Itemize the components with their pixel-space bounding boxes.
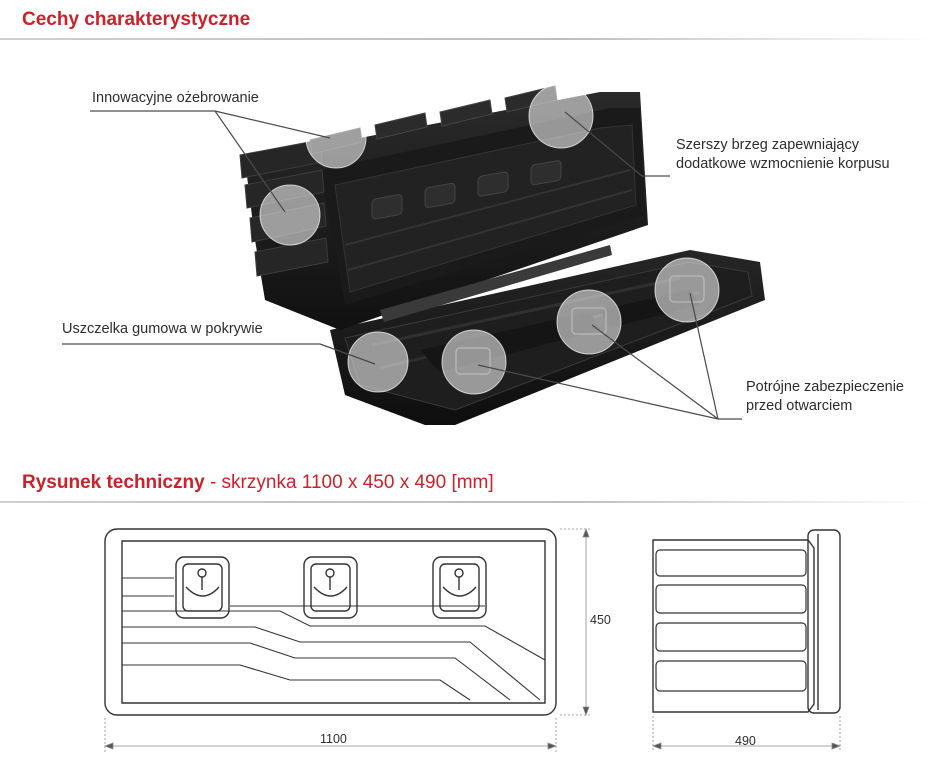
front-view-outline bbox=[104, 528, 557, 716]
lock-2 bbox=[303, 556, 358, 619]
dimension-height-label: 450 bbox=[590, 613, 611, 627]
highlight-bubbles bbox=[259, 83, 720, 395]
callout-locks-line-1: Potrójne zabezpieczenie bbox=[746, 379, 904, 395]
drawing-title-main: Rysunek techniczny bbox=[22, 472, 205, 493]
callout-ribbing: Innowacyjne ożebrowanie bbox=[92, 90, 259, 106]
highlight-lock-3 bbox=[654, 257, 720, 323]
highlight-edge bbox=[528, 83, 594, 149]
highlight-ribbing-side bbox=[259, 184, 321, 246]
drawing-title-rule bbox=[0, 501, 937, 503]
lock-1 bbox=[175, 556, 230, 619]
highlight-ribbing-top bbox=[305, 107, 367, 169]
highlight-seal bbox=[347, 331, 409, 393]
callout-edge-line-1: Szerszy brzeg zapewniający bbox=[676, 137, 859, 153]
side-view bbox=[652, 529, 841, 714]
drawing-title-sub: - skrzynka 1100 x 450 x 490 [mm] bbox=[209, 472, 494, 493]
lock-3 bbox=[432, 556, 487, 619]
callout-leader-lines bbox=[62, 110, 742, 420]
front-view-ribbing bbox=[122, 577, 546, 701]
drawing-title: Rysunek techniczny - skrzynka 1100 x 450… bbox=[22, 472, 494, 494]
front-view-panel bbox=[121, 540, 546, 704]
highlight-lock-1 bbox=[441, 329, 507, 395]
callout-seal: Uszczelka gumowa w pokrywie bbox=[62, 321, 263, 337]
highlight-lock-2 bbox=[556, 289, 622, 355]
dimension-lines bbox=[103, 527, 842, 752]
dimension-width-label: 1100 bbox=[320, 732, 347, 746]
callout-locks-line-2: przed otwarciem bbox=[746, 398, 853, 414]
features-title-rule bbox=[0, 38, 937, 40]
features-title: Cechy charakterystyczne bbox=[22, 9, 251, 30]
dimension-depth-label: 490 bbox=[735, 734, 756, 748]
front-view-locks bbox=[175, 556, 487, 619]
callout-edge-line-2: dodatkowe wzmocnienie korpusu bbox=[676, 156, 890, 172]
